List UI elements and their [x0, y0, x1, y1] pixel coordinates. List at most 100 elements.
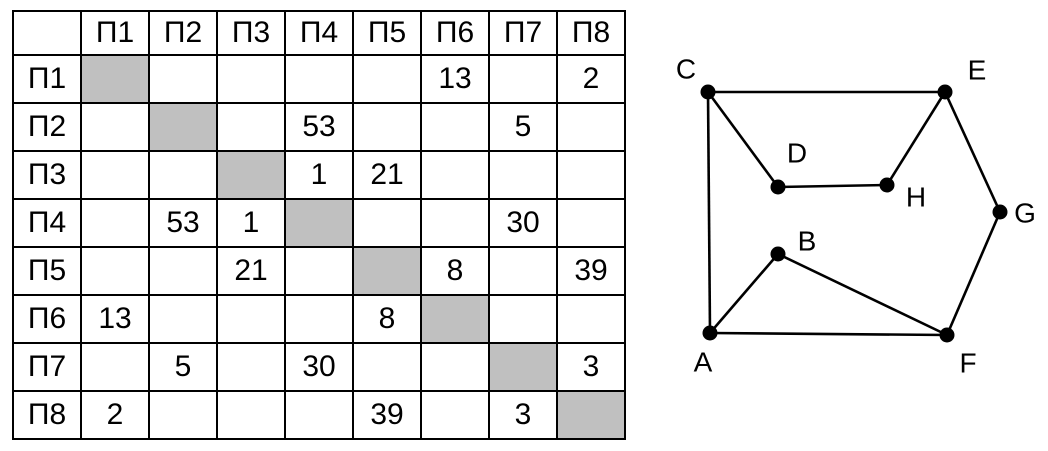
matrix-col-header-П4: П4	[284, 10, 354, 56]
matrix-cell-П6-П5: 8	[352, 294, 422, 344]
matrix-cell-П7-П1	[80, 342, 150, 392]
graph-edge-D-H	[777, 183, 888, 189]
matrix-cell-П6-П3	[216, 294, 286, 344]
vertex-label-E: E	[968, 55, 987, 86]
matrix-cell-П4-П4	[284, 198, 354, 248]
matrix-cell-П5-П8: 39	[556, 246, 626, 296]
matrix-cell-П2-П1	[80, 102, 150, 152]
matrix-row-header-П6: П6	[12, 294, 82, 344]
vertex-dot-B	[770, 246, 786, 262]
vertex-label-A: A	[694, 347, 713, 378]
matrix-cell-П3-П5: 21	[352, 150, 422, 200]
matrix-row-header-П1: П1	[12, 54, 82, 104]
matrix-row-header-П8: П8	[12, 390, 82, 440]
matrix-cell-П5-П1	[80, 246, 150, 296]
matrix-cell-П2-П3	[216, 102, 286, 152]
matrix-cell-П6-П7	[488, 294, 558, 344]
graph-edge-H-E	[885, 91, 947, 186]
graph-edge-C-A	[706, 91, 712, 334]
matrix-cell-П1-П1	[80, 54, 150, 104]
matrix-col-header-П5: П5	[352, 10, 422, 56]
matrix-cell-П4-П2: 53	[148, 198, 218, 248]
matrix-cell-П7-П6	[420, 342, 490, 392]
vertex-dot-C	[700, 84, 716, 100]
vertex-label-G: G	[1014, 198, 1036, 229]
matrix-cell-П6-П1: 13	[80, 294, 150, 344]
matrix-col-header-П8: П8	[556, 10, 626, 56]
matrix-row-header-П3: П3	[12, 150, 82, 200]
matrix-cell-П4-П6	[420, 198, 490, 248]
matrix-cell-П1-П6: 13	[420, 54, 490, 104]
matrix-cell-П2-П7: 5	[488, 102, 558, 152]
matrix-cell-П3-П3	[216, 150, 286, 200]
graph-edge-A-F	[709, 331, 948, 337]
matrix-row-header-П5: П5	[12, 246, 82, 296]
matrix-row-header-П4: П4	[12, 198, 82, 248]
matrix-cell-П5-П3: 21	[216, 246, 286, 296]
vertex-dot-A	[702, 325, 718, 341]
matrix-cell-П4-П5	[352, 198, 422, 248]
matrix-cell-П1-П7	[488, 54, 558, 104]
matrix-row-header-П2: П2	[12, 102, 82, 152]
graph-edge-C-D	[706, 91, 780, 188]
matrix-cell-П5-П6: 8	[420, 246, 490, 296]
matrix-cell-П4-П8	[556, 198, 626, 248]
matrix-cell-П8-П3	[216, 390, 286, 440]
vertex-label-B: B	[798, 226, 817, 257]
matrix-col-header-П7: П7	[488, 10, 558, 56]
vertex-dot-H	[879, 177, 895, 193]
matrix-cell-П2-П6	[420, 102, 490, 152]
vertex-label-F: F	[959, 348, 976, 379]
matrix-cell-П6-П6	[420, 294, 490, 344]
vertex-dot-D	[770, 179, 786, 195]
matrix-cell-П5-П4	[284, 246, 354, 296]
matrix-cell-П3-П8	[556, 150, 626, 200]
matrix-cell-П2-П2	[148, 102, 218, 152]
matrix-cell-П8-П6	[420, 390, 490, 440]
vertex-dot-G	[992, 204, 1008, 220]
matrix-cell-П6-П2	[148, 294, 218, 344]
matrix-cell-П3-П6	[420, 150, 490, 200]
graph-edge-G-F	[945, 211, 1002, 336]
matrix-cell-П7-П4: 30	[284, 342, 354, 392]
matrix-cell-П3-П2	[148, 150, 218, 200]
matrix-col-header-П2: П2	[148, 10, 218, 56]
matrix-row-header-П7: П7	[12, 342, 82, 392]
matrix-cell-П7-П5	[352, 342, 422, 392]
vertex-dot-E	[937, 84, 953, 100]
matrix-cell-П6-П4	[284, 294, 354, 344]
vertex-dot-F	[939, 327, 955, 343]
matrix-cell-П7-П8: 3	[556, 342, 626, 392]
graph-edge-B-F	[777, 252, 948, 337]
matrix-cell-П5-П7	[488, 246, 558, 296]
matrix-cell-П5-П5	[352, 246, 422, 296]
vertex-label-D: D	[787, 138, 807, 169]
matrix-cell-П7-П7	[488, 342, 558, 392]
matrix-col-header-П1: П1	[80, 10, 150, 56]
graph-edges	[706, 90, 1002, 337]
matrix-cell-П1-П3	[216, 54, 286, 104]
matrix-row-П2: П2 53 5	[12, 102, 626, 152]
matrix-cell-П1-П8: 2	[556, 54, 626, 104]
matrix-cell-П3-П7	[488, 150, 558, 200]
vertex-label-C: C	[676, 54, 696, 85]
matrix-cell-П3-П4: 1	[284, 150, 354, 200]
matrix-cell-П4-П1	[80, 198, 150, 248]
matrix-cell-П2-П5	[352, 102, 422, 152]
matrix-cell-П7-П3	[216, 342, 286, 392]
matrix-col-header-П6: П6	[420, 10, 490, 56]
graph-edge-A-B	[709, 253, 779, 334]
matrix-corner-cell	[12, 10, 82, 56]
matrix-cell-П1-П4	[284, 54, 354, 104]
matrix-cell-П2-П4: 53	[284, 102, 354, 152]
